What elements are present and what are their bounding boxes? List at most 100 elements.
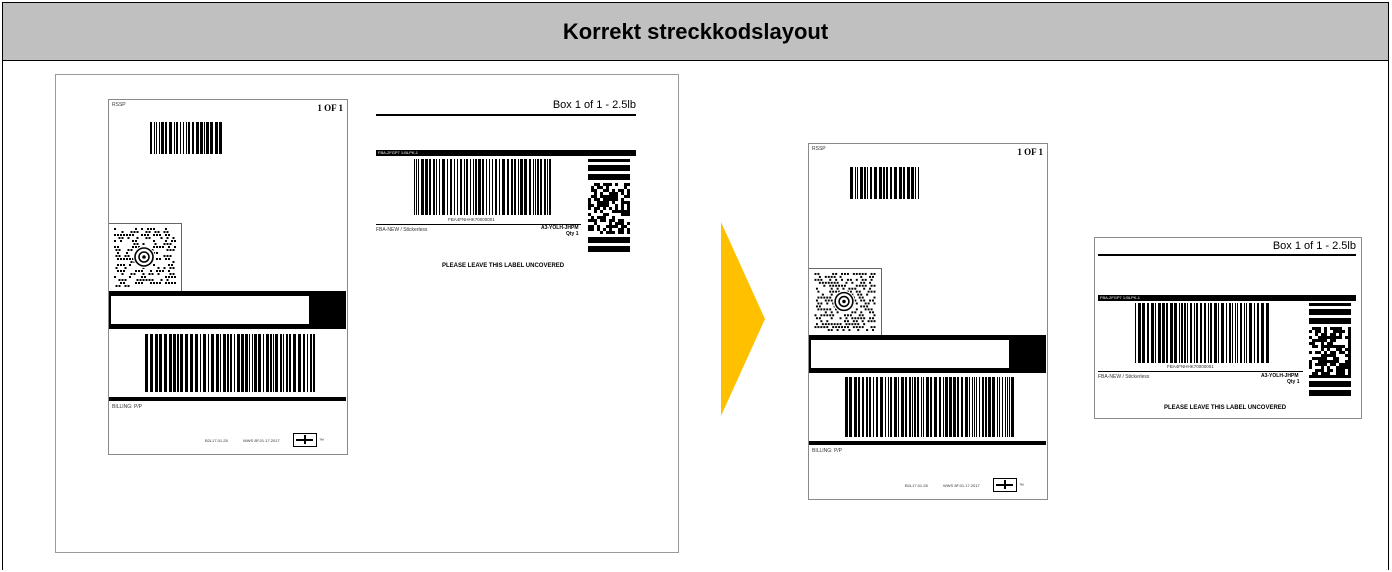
barcode-bar	[450, 159, 452, 215]
maxicode-dot	[118, 285, 121, 287]
barcode-bar	[280, 334, 282, 392]
maxicode-dot	[148, 273, 151, 275]
matrix-cell	[1321, 333, 1324, 336]
barcode-bar	[200, 334, 201, 392]
matrix-cell	[1333, 312, 1336, 315]
barcode-bar	[499, 159, 500, 215]
matrix-cell	[1333, 384, 1336, 387]
matrix-cell	[600, 246, 603, 249]
matrix-cell	[618, 219, 621, 222]
matrix-cell	[1330, 321, 1333, 324]
fba-label-separated: Box 1 of 1 - 2.5lb FBA-2FGP7 1:BLPK-1 FB…	[1094, 237, 1362, 419]
maxicode-dot	[115, 249, 118, 251]
matrix-cell	[1339, 303, 1342, 306]
maxicode-dot	[824, 323, 827, 326]
matrix-cell	[588, 219, 591, 222]
maxicode-dot	[123, 282, 125, 284]
maxicode-dot	[846, 314, 849, 317]
barcode-bar	[266, 334, 269, 392]
matrix-cell	[591, 165, 594, 168]
matrix-cell	[1333, 354, 1336, 357]
maxicode-dot	[157, 231, 160, 233]
matrix-cell	[1339, 345, 1342, 348]
maxicode-dot	[851, 287, 854, 290]
maxicode-dot	[174, 240, 176, 242]
maxicode-dot	[849, 278, 852, 281]
maxicode-dot	[818, 317, 821, 320]
matrix-cell	[1336, 327, 1339, 330]
print-sheet: RSSP 1 OF 1 BILLING: P/P B2L17.01.28 WWS…	[55, 74, 679, 553]
maxicode-dot	[823, 326, 826, 329]
matrix-cell	[612, 237, 615, 240]
matrix-cell	[591, 219, 594, 222]
routing-barcode	[845, 377, 1015, 437]
matrix-cell	[1321, 381, 1324, 384]
maxicode-dot	[842, 329, 845, 332]
maxicode-dot	[166, 237, 169, 239]
maxicode-dot	[821, 293, 824, 296]
barcode-bar	[1190, 303, 1192, 363]
matrix-cell	[603, 177, 606, 180]
maxicode-dot	[124, 279, 127, 281]
barcode-bar	[957, 377, 959, 437]
barcode-bar	[454, 159, 455, 215]
matrix-cell	[594, 207, 597, 210]
box-info: Box 1 of 1 - 2.5lb	[1272, 240, 1356, 252]
matrix-cell	[1327, 345, 1330, 348]
matrix-cell	[591, 249, 594, 252]
shipping-label: RSSP 1 OF 1 BILLING: P/P B2L17.01.28 WWS…	[108, 99, 348, 455]
matrix-cell	[1330, 342, 1333, 345]
matrix-cell	[612, 177, 615, 180]
matrix-cell	[1309, 342, 1312, 345]
maxicode-dot	[121, 231, 124, 233]
maxicode-dot	[838, 284, 841, 287]
matrix-cell	[1342, 369, 1345, 372]
matrix-cell	[603, 240, 606, 243]
matrix-cell	[606, 159, 609, 162]
matrix-cell	[624, 246, 627, 249]
barcode-bar	[219, 122, 222, 154]
barcode-bar	[866, 377, 868, 437]
matrix-cell	[1339, 375, 1342, 378]
maxicode-dot	[844, 326, 846, 329]
right-triangle-arrow-icon	[721, 222, 765, 416]
maxicode-dot	[858, 284, 861, 287]
barcode-bar	[245, 334, 248, 392]
barcode-bar	[176, 122, 178, 154]
matrix-cell	[603, 198, 606, 201]
matrix-cell	[1312, 312, 1315, 315]
matrix-cell	[1336, 348, 1339, 351]
maxicode-dot	[145, 231, 148, 233]
matrix-cell	[1324, 327, 1327, 330]
barcode-bar	[1229, 303, 1231, 363]
maxicode-dot	[124, 285, 127, 287]
matrix-cell	[1315, 393, 1318, 396]
maxicode-dot	[839, 275, 842, 278]
barcode-bar	[867, 167, 868, 199]
matrix-cell	[594, 168, 597, 171]
maxicode-dot	[123, 258, 125, 260]
matrix-cell	[612, 225, 615, 228]
maxicode-dot	[851, 311, 854, 314]
page-count: 1 OF 1	[317, 103, 343, 113]
barcode-bar	[1005, 377, 1006, 437]
matrix-cell	[603, 189, 606, 192]
barcode-bar	[180, 334, 183, 392]
maxicode-pattern	[811, 271, 877, 332]
maxicode-dot	[130, 249, 133, 251]
maxicode-dot	[142, 243, 145, 245]
matrix-cell	[1330, 369, 1333, 372]
fnsku-barcode	[414, 159, 554, 215]
maxicode-dot	[168, 264, 170, 266]
maxicode-dot	[849, 290, 852, 293]
matrix-cell	[600, 177, 603, 180]
matrix-cell	[1330, 318, 1333, 321]
maxicode-dot	[172, 273, 175, 275]
maxicode-dot	[836, 281, 839, 284]
maxicode-dot	[132, 240, 134, 242]
matrix-cell	[588, 213, 591, 216]
maxicode-dot	[861, 326, 864, 329]
tracking-barcode	[150, 122, 222, 154]
maxicode-dot	[136, 237, 139, 239]
matrix-cell	[1318, 357, 1321, 360]
